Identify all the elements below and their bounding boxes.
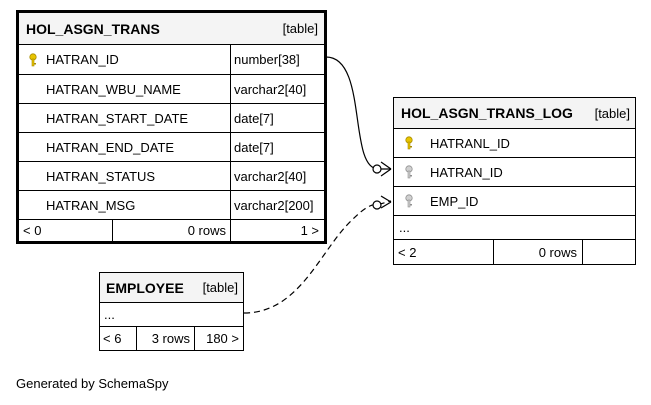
- column-name[interactable]: HATRAN_END_DATE: [46, 139, 175, 155]
- column-row[interactable]: HATRAN_STATUS varchar2[40]: [19, 161, 324, 190]
- ellipsis-row: ...: [100, 302, 243, 326]
- table-footer: < 2 0 rows: [394, 239, 635, 264]
- table-hol-asgn-trans[interactable]: HOL_ASGN_TRANS [table] HATRAN_ID number[…: [16, 10, 327, 244]
- table-name[interactable]: HOL_ASGN_TRANS: [26, 20, 160, 37]
- parents-link[interactable]: < 2: [398, 244, 417, 260]
- column-type: varchar2[40]: [234, 81, 307, 97]
- column-type: number[38]: [234, 52, 300, 67]
- children-link[interactable]: 180 >: [206, 331, 239, 346]
- table-header: HOL_ASGN_TRANS [table]: [19, 13, 324, 44]
- edge-hatran-id: [325, 56, 391, 170]
- column-row[interactable]: HATRAN_MSG varchar2[200]: [19, 190, 324, 219]
- table-type-label: [table]: [202, 280, 238, 295]
- edge-hatran-id-crowfoot: [380, 161, 392, 177]
- column-name[interactable]: HATRAN_START_DATE: [46, 110, 189, 126]
- column-name[interactable]: HATRANL_ID: [430, 135, 510, 151]
- table-name[interactable]: EMPLOYEE: [106, 279, 184, 296]
- parents-link[interactable]: < 0: [23, 223, 42, 238]
- column-name[interactable]: EMP_ID: [430, 193, 479, 209]
- column-type: varchar2[200]: [234, 197, 314, 213]
- row-count: 3 rows: [151, 331, 190, 346]
- column-type: varchar2[40]: [234, 168, 307, 184]
- parents-link[interactable]: < 6: [103, 331, 122, 346]
- row-count: 0 rows: [538, 244, 577, 260]
- column-name[interactable]: HATRAN_STATUS: [46, 168, 156, 184]
- table-type-label: [table]: [594, 105, 630, 121]
- column-type: date[7]: [234, 110, 274, 126]
- more-columns-ellipsis: ...: [104, 307, 115, 322]
- table-hol-asgn-trans-log[interactable]: HOL_ASGN_TRANS_LOG [table] HATRANL_ID HA…: [393, 97, 636, 265]
- primary-key-icon: [28, 52, 38, 67]
- column-name[interactable]: HATRAN_WBU_NAME: [46, 81, 181, 97]
- column-row[interactable]: HATRAN_ID number[38]: [19, 44, 324, 74]
- foreign-key-icon: [404, 165, 414, 179]
- column-row[interactable]: HATRAN_ID: [394, 157, 635, 186]
- table-employee[interactable]: EMPLOYEE [table] ... < 6 3 rows 180 >: [99, 272, 244, 351]
- column-row[interactable]: HATRAN_START_DATE date[7]: [19, 103, 324, 132]
- table-name[interactable]: HOL_ASGN_TRANS_LOG: [401, 105, 573, 121]
- column-row[interactable]: HATRAN_WBU_NAME varchar2[40]: [19, 74, 324, 103]
- column-name[interactable]: HATRAN_ID: [430, 164, 503, 180]
- table-header: HOL_ASGN_TRANS_LOG [table]: [394, 98, 635, 128]
- column-row[interactable]: HATRANL_ID: [394, 128, 635, 157]
- table-footer: < 0 0 rows 1 >: [19, 219, 324, 241]
- children-link[interactable]: 1 >: [300, 223, 319, 238]
- column-name[interactable]: HATRAN_ID: [46, 52, 119, 67]
- table-header: EMPLOYEE [table]: [100, 273, 243, 302]
- edge-emp-id-crowfoot: [380, 195, 392, 209]
- column-type: date[7]: [234, 139, 274, 155]
- primary-key-icon: [404, 136, 414, 150]
- column-row[interactable]: HATRAN_END_DATE date[7]: [19, 132, 324, 161]
- more-columns-ellipsis: ...: [399, 220, 410, 235]
- column-row[interactable]: EMP_ID: [394, 186, 635, 215]
- column-name[interactable]: HATRAN_MSG: [46, 197, 136, 213]
- ellipsis-row: ...: [394, 215, 635, 239]
- edge-hatran-id-optional-marker: [372, 164, 382, 174]
- generated-by-label: Generated by SchemaSpy: [16, 376, 169, 391]
- table-footer: < 6 3 rows 180 >: [100, 326, 243, 350]
- edge-emp-id-optional-marker: [372, 200, 382, 210]
- table-type-label: [table]: [282, 21, 318, 36]
- row-count: 0 rows: [187, 223, 226, 238]
- foreign-key-icon: [404, 194, 414, 208]
